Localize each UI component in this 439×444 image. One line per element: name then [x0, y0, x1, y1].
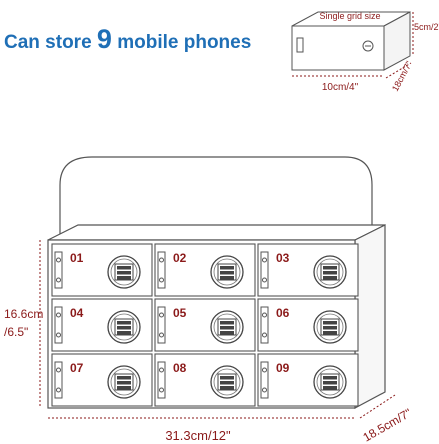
compartment-number: 03: [276, 251, 290, 265]
screw: [56, 387, 61, 393]
hinge: [260, 306, 269, 344]
height-label-line1: 16.6cm: [4, 307, 43, 321]
hinge: [260, 361, 269, 399]
headline: Can store 9 mobile phones: [4, 24, 251, 55]
hinge: [54, 251, 63, 289]
screw: [56, 257, 61, 263]
screw: [262, 257, 267, 263]
compartment-08[interactable]: 08: [154, 353, 256, 407]
compartment-07[interactable]: 07: [51, 353, 153, 407]
screw: [56, 332, 61, 338]
single-grid-title: Single grid size: [319, 11, 380, 21]
combination-lock-icon[interactable]: [210, 255, 244, 289]
compartment-06[interactable]: 06: [257, 298, 359, 352]
screw: [159, 387, 164, 393]
screw: [262, 312, 267, 318]
compartment-number: 07: [70, 361, 84, 375]
hinge: [54, 306, 63, 344]
screw: [56, 277, 61, 283]
combination-lock-icon[interactable]: [313, 310, 347, 344]
compartment-doors: 01 02 03 04 05 06 07 08 09: [51, 243, 359, 407]
compartment-09[interactable]: 09: [257, 353, 359, 407]
compartment-number: 06: [276, 306, 290, 320]
combination-lock-icon[interactable]: [107, 365, 141, 399]
compartment-number: 02: [173, 251, 187, 265]
compartment-number: 04: [70, 306, 84, 320]
combination-lock-icon[interactable]: [313, 255, 347, 289]
headline-count: 9: [96, 24, 112, 54]
screw: [56, 367, 61, 373]
compartment-01[interactable]: 01: [51, 243, 153, 297]
combination-lock-icon[interactable]: [210, 310, 244, 344]
hinge: [157, 306, 166, 344]
compartment-02[interactable]: 02: [154, 243, 256, 297]
height-label-line2: /6.5": [4, 325, 28, 339]
single-grid-box: Single grid size 5cm/2" 18cm/7" 10cm/4": [291, 11, 439, 93]
compartment-number: 05: [173, 306, 187, 320]
cabinet: 01 02 03 04 05 06 07 08 09: [47, 156, 386, 409]
hinge: [54, 361, 63, 399]
depth-label: 18.5cm/7": [361, 406, 414, 444]
screw: [56, 312, 61, 318]
screw: [262, 367, 267, 373]
screw: [159, 257, 164, 263]
compartment-number: 01: [70, 251, 84, 265]
compartment-05[interactable]: 05: [154, 298, 256, 352]
single-grid-width: 10cm/4": [322, 82, 359, 93]
compartment-04[interactable]: 04: [51, 298, 153, 352]
combination-lock-icon[interactable]: [107, 255, 141, 289]
headline-prefix: Can store: [4, 32, 97, 53]
hinge: [260, 251, 269, 289]
width-label: 31.3cm/12": [165, 428, 231, 443]
combination-lock-icon[interactable]: [107, 310, 141, 344]
hinge: [157, 251, 166, 289]
compartment-number: 09: [276, 361, 290, 375]
combination-lock-icon[interactable]: [210, 365, 244, 399]
compartment-03[interactable]: 03: [257, 243, 359, 297]
headline-suffix: mobile phones: [111, 32, 252, 53]
screw: [159, 332, 164, 338]
screw: [159, 277, 164, 283]
screw: [159, 367, 164, 373]
screw: [262, 332, 267, 338]
screw: [262, 277, 267, 283]
screw: [262, 387, 267, 393]
combination-lock-icon[interactable]: [313, 365, 347, 399]
screw: [159, 312, 164, 318]
single-grid-height: 5cm/2": [414, 22, 439, 32]
hinge: [157, 361, 166, 399]
compartment-number: 08: [173, 361, 187, 375]
